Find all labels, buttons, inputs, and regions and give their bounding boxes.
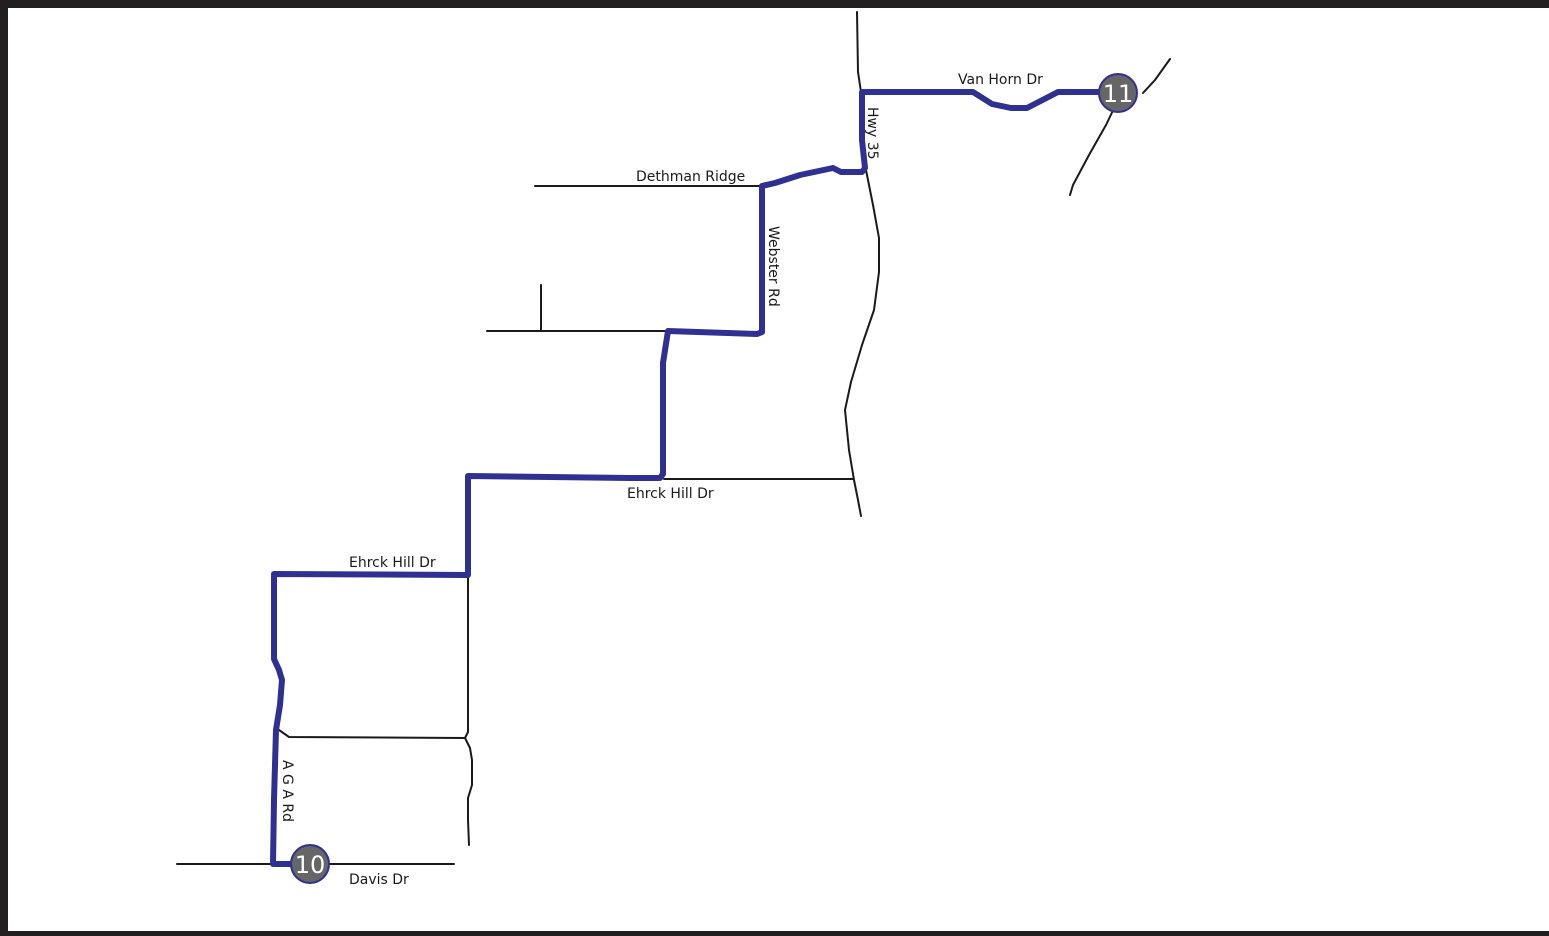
marker-end[interactable]: 11 bbox=[1098, 73, 1138, 113]
label-davis-dr: Davis Dr bbox=[349, 872, 409, 888]
road-hwy-35-south bbox=[844, 169, 880, 517]
marker-start-label: 10 bbox=[295, 851, 326, 879]
road-labels: Van Horn Dr Hwy 35 Dethman Ridge Webster… bbox=[279, 72, 1043, 888]
road-aga-connector bbox=[278, 729, 466, 739]
marker-end-label: 11 bbox=[1103, 80, 1134, 108]
road-northeast-spur bbox=[1142, 58, 1171, 94]
label-ehrck-hill-dr-lower: Ehrck Hill Dr bbox=[349, 555, 436, 571]
road-hwy-35-north bbox=[856, 11, 862, 93]
label-van-horn-dr: Van Horn Dr bbox=[958, 72, 1043, 88]
label-aga-rd: A G A Rd bbox=[279, 760, 295, 822]
marker-start-circle bbox=[290, 844, 330, 884]
road-southwest-spur bbox=[1069, 99, 1119, 196]
route-line bbox=[270, 89, 1121, 867]
label-hwy-35: Hwy 35 bbox=[864, 107, 880, 160]
label-dethman-ridge: Dethman Ridge bbox=[636, 169, 745, 185]
label-ehrck-hill-dr-upper: Ehrck Hill Dr bbox=[627, 486, 714, 502]
road-south-connector bbox=[464, 573, 473, 846]
marker-start[interactable]: 10 bbox=[290, 844, 330, 884]
road-network bbox=[176, 11, 1171, 865]
marker-end-circle bbox=[1098, 73, 1138, 113]
label-webster-rd: Webster Rd bbox=[765, 226, 781, 307]
